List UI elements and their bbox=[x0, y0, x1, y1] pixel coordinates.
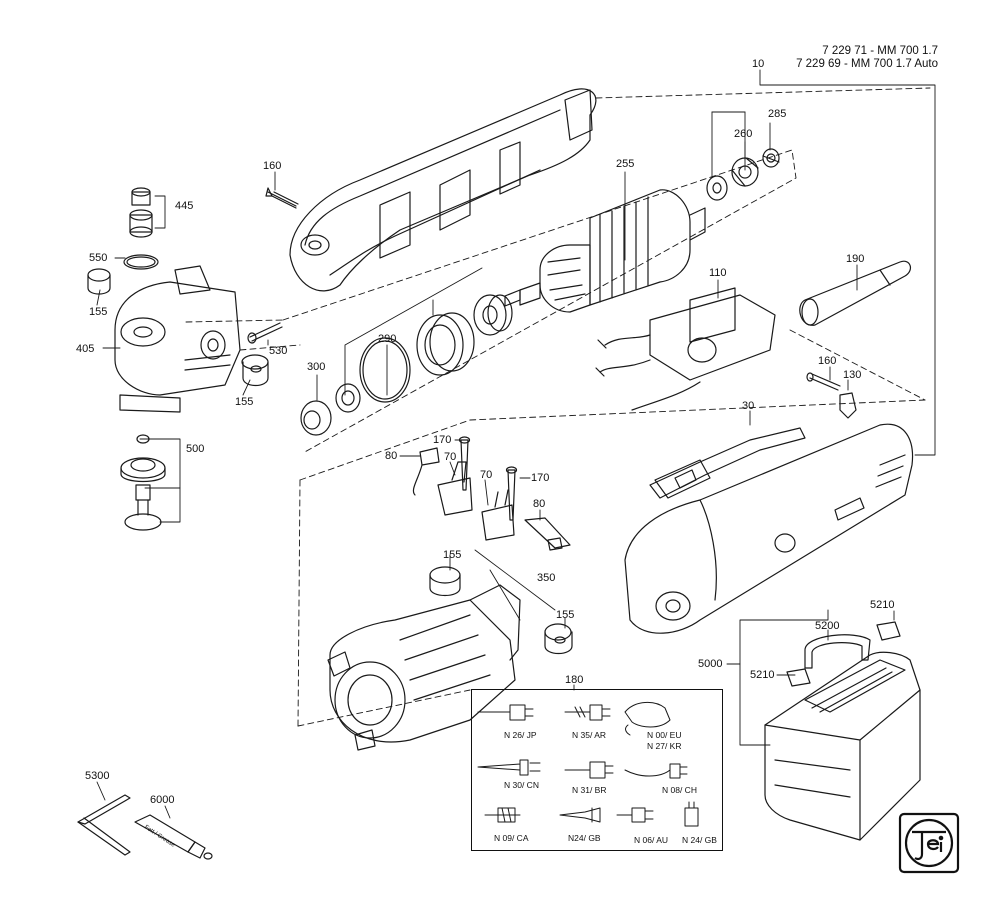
callout-350: 350 bbox=[537, 572, 556, 584]
assembly-guides bbox=[185, 87, 931, 727]
switch-rod-30 bbox=[649, 427, 806, 499]
strain-relief-190 bbox=[799, 260, 912, 326]
handle-5200 bbox=[804, 634, 871, 669]
washer-small bbox=[335, 383, 361, 413]
brush-80-a bbox=[412, 447, 440, 496]
plug-options-box bbox=[471, 689, 723, 851]
callout-160-a: 160 bbox=[263, 160, 282, 172]
callout-70-a: 70 bbox=[444, 451, 457, 463]
callout-445: 445 bbox=[175, 200, 194, 212]
plug-label-n00-eu: N 00/ EU bbox=[647, 730, 682, 740]
plug-label-n35-ar: N 35/ AR bbox=[572, 730, 607, 740]
callout-5210-b: 5210 bbox=[750, 669, 775, 681]
callout-6000: 6000 bbox=[150, 794, 175, 806]
clip-130 bbox=[839, 392, 857, 419]
callout-80-a: 80 bbox=[385, 450, 398, 462]
leader-lines bbox=[96, 69, 936, 819]
plug-label-n27-kr: N 27/ KR bbox=[647, 741, 682, 751]
callout-190: 190 bbox=[846, 253, 865, 265]
electronics-110 bbox=[595, 287, 776, 411]
callout-500: 500 bbox=[186, 443, 205, 455]
callout-130: 130 bbox=[843, 369, 862, 381]
callout-155-b: 155 bbox=[235, 396, 254, 408]
callout-550: 550 bbox=[89, 252, 108, 264]
grease-tube-6000 bbox=[134, 814, 213, 860]
plug-label-n24-gb-a: N24/ GB bbox=[568, 833, 601, 843]
plug-label-n08-ch: N 08/ CH bbox=[662, 785, 697, 795]
ball-bearing bbox=[473, 294, 513, 336]
callout-80-b: 80 bbox=[533, 498, 546, 510]
hex-key-5300 bbox=[77, 794, 131, 856]
damper-155-c bbox=[429, 566, 461, 597]
brush-80-b bbox=[524, 517, 571, 551]
plug-label-n31-br: N 31/ BR bbox=[572, 785, 607, 795]
latch-5210-b bbox=[786, 668, 811, 687]
damper-155-d bbox=[544, 623, 573, 655]
o-ring-550 bbox=[123, 254, 159, 270]
fein-logo-icon bbox=[898, 812, 960, 874]
callout-405: 405 bbox=[76, 343, 95, 355]
seal-ring bbox=[416, 312, 475, 376]
callout-180: 180 bbox=[565, 674, 584, 686]
flange-500 bbox=[120, 434, 166, 531]
callout-110: 110 bbox=[709, 267, 727, 279]
stator-assembly bbox=[327, 584, 521, 751]
bearing-260 bbox=[731, 157, 759, 187]
callout-5300: 5300 bbox=[85, 770, 110, 782]
bushing-445 bbox=[129, 187, 153, 238]
callout-255: 255 bbox=[616, 158, 635, 170]
brush-holder-b bbox=[481, 489, 515, 541]
screw-530 bbox=[247, 322, 283, 344]
damping-ring-300 bbox=[300, 400, 332, 436]
callout-30: 30 bbox=[742, 400, 755, 412]
callout-170-a: 170 bbox=[433, 434, 452, 446]
callout-10: 10 bbox=[752, 58, 765, 70]
plug-set-180 bbox=[477, 702, 699, 827]
callout-285: 285 bbox=[768, 108, 787, 120]
damper-155-a bbox=[87, 268, 111, 295]
housing-shell bbox=[289, 88, 597, 292]
latch-5210-a bbox=[876, 621, 901, 641]
plug-label-n30-cn: N 30/ CN bbox=[504, 780, 539, 790]
callout-170-b: 170 bbox=[531, 472, 550, 484]
plug-label-n06-au: N 06/ AU bbox=[634, 835, 669, 845]
plug-label-n24-gb-b: N 24/ GB bbox=[682, 835, 717, 845]
plug-label-n09-ca: N 09/ CA bbox=[494, 833, 529, 843]
screw-160-b bbox=[806, 372, 841, 391]
callout-5210-a: 5210 bbox=[870, 599, 895, 611]
screw-170-a bbox=[458, 436, 471, 491]
callout-155-d: 155 bbox=[556, 609, 575, 621]
gear-head-405 bbox=[114, 265, 241, 413]
o-ring-290 bbox=[359, 337, 411, 403]
model-line-1: 7 229 71 - MM 700 1.7 bbox=[822, 45, 938, 57]
model-line-2: 7 229 69 - MM 700 1.7 Auto bbox=[796, 58, 938, 70]
plug-label-n26-jp: N 26/ JP bbox=[504, 730, 537, 740]
case-5000 bbox=[764, 651, 921, 841]
callout-155-c: 155 bbox=[443, 549, 462, 561]
callout-5200: 5200 bbox=[815, 620, 840, 632]
callout-300: 300 bbox=[307, 361, 326, 373]
cap-285 bbox=[762, 148, 780, 168]
callout-530: 530 bbox=[269, 345, 288, 357]
screw-160 bbox=[265, 187, 299, 209]
screw-170-b bbox=[505, 466, 518, 521]
callout-5000: 5000 bbox=[698, 658, 723, 670]
callout-160-b: 160 bbox=[818, 355, 837, 367]
callout-260: 260 bbox=[734, 128, 753, 140]
washer-260 bbox=[706, 175, 728, 201]
callout-70-b: 70 bbox=[480, 469, 493, 481]
callout-290: 290 bbox=[378, 333, 397, 345]
callout-155-a: 155 bbox=[89, 306, 108, 318]
motor-housing bbox=[624, 423, 914, 634]
damper-155-b bbox=[241, 354, 269, 387]
armature-255 bbox=[504, 189, 706, 313]
